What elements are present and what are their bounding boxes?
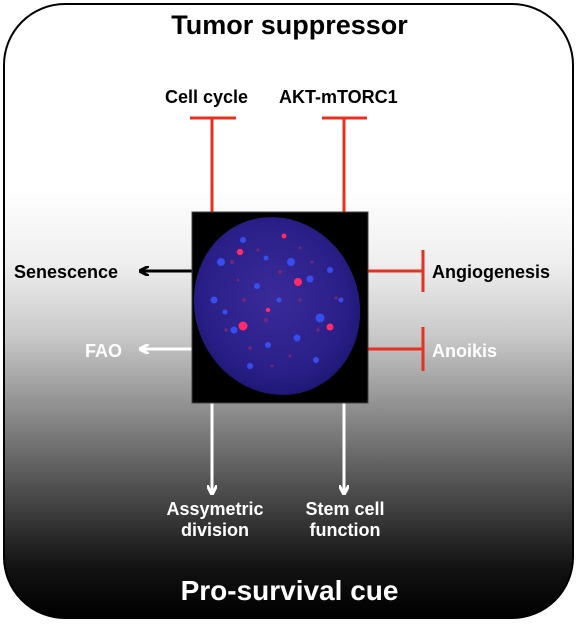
title-tumor-suppressor: Tumor suppressor	[171, 10, 408, 40]
label-fao: FAO	[85, 341, 123, 361]
label-assymetric-line2: division	[180, 519, 249, 540]
label-anoikis: Anoikis	[432, 341, 498, 361]
label-cell-cycle: Cell cycle	[165, 87, 249, 107]
label-assymetric-division: Assymetric division	[150, 499, 280, 540]
inhibit-anoikis	[368, 327, 425, 371]
inhibit-cell-cycle	[190, 116, 236, 212]
inhibit-akt-mtorc1	[322, 116, 367, 212]
label-senescence: Senescence	[14, 262, 119, 282]
label-assymetric-line1: Assymetric	[166, 499, 264, 519]
label-stem-line1: Stem cell	[305, 499, 385, 519]
label-stem-cell-function: Stem cell function	[290, 499, 400, 540]
inhibit-angiogenesis	[368, 250, 425, 292]
title-pro-survival-cue: Pro-survival cue	[180, 575, 399, 606]
nucleus-microscopy-image	[191, 211, 369, 404]
label-angiogenesis: Angiogenesis	[432, 262, 551, 282]
label-stem-line2: function	[309, 519, 381, 540]
label-akt-mtorc1: AKT-mTORC1	[279, 87, 398, 107]
